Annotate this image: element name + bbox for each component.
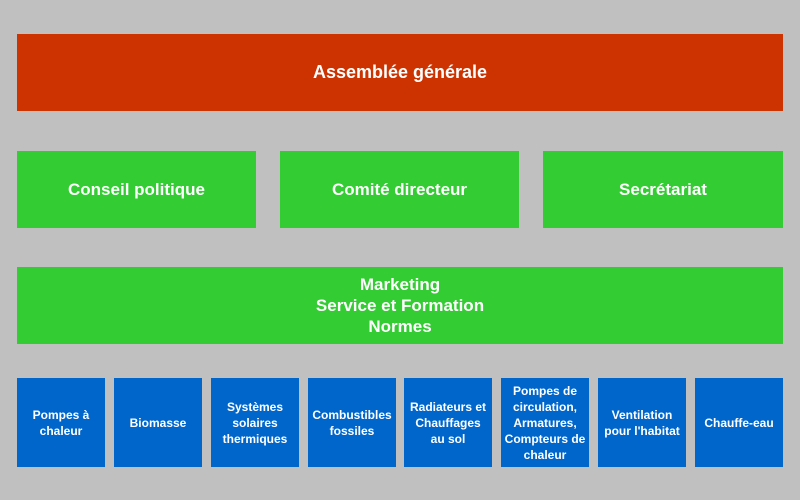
assemblee-generale-box: Assemblée générale	[17, 34, 783, 111]
services-box: Marketing Service et Formation Normes	[17, 267, 783, 344]
unit-box-combustibles-fossiles: Combustibles fossiles	[308, 378, 396, 467]
unit-label-line: chaleur	[39, 423, 83, 438]
unit-label-line: Chauffe-eau	[704, 415, 774, 430]
services-line-service-formation: Service et Formation	[315, 296, 485, 315]
unit-label-line: thermiques	[222, 431, 288, 446]
unit-label-line: chaleur	[523, 447, 567, 462]
unit-label-line: circulation,	[512, 399, 577, 414]
unit-box-pompes-a-chaleur: Pompes à chaleur	[17, 378, 105, 467]
comite-directeur-label: Comité directeur	[331, 179, 468, 199]
assemblee-generale-label: Assemblée générale	[312, 62, 488, 82]
comite-directeur-box: Comité directeur	[280, 151, 519, 228]
unit-label-line: au sol	[430, 431, 466, 446]
unit-box-pompes-de-circulation: Pompes de circulation, Armatures, Compte…	[501, 378, 589, 467]
unit-label-line: Combustibles	[312, 407, 392, 422]
unit-box-ventilation: Ventilation pour l'habitat	[598, 378, 686, 467]
services-line-normes: Normes	[368, 317, 432, 336]
unit-box-systemes-solaires: Systèmes solaires thermiques	[211, 378, 299, 467]
unit-box-chauffe-eau: Chauffe-eau	[695, 378, 783, 467]
conseil-politique-label: Conseil politique	[68, 179, 205, 199]
unit-label-line: Chauffages	[415, 415, 481, 430]
unit-label-line: Pompes de	[512, 383, 578, 398]
secretariat-label: Secrétariat	[619, 179, 707, 199]
unit-box-radiateurs: Radiateurs et Chauffages au sol	[404, 378, 492, 467]
conseil-politique-box: Conseil politique	[17, 151, 256, 228]
unit-label-line: Armatures,	[513, 415, 577, 430]
unit-box-biomasse: Biomasse	[114, 378, 202, 467]
unit-label-line: Radiateurs et	[409, 399, 487, 414]
unit-label-line: Ventilation	[611, 407, 673, 422]
unit-label-line: fossiles	[329, 423, 375, 438]
unit-label-line: Pompes à	[32, 407, 90, 422]
services-line-marketing: Marketing	[359, 275, 441, 294]
unit-label-line: Biomasse	[129, 415, 187, 430]
unit-label-line: solaires	[232, 415, 278, 430]
secretariat-box: Secrétariat	[543, 151, 783, 228]
unit-label-line: pour l'habitat	[604, 423, 680, 438]
unit-label-line: Compteurs de	[504, 431, 586, 446]
unit-label-line: Systèmes	[226, 399, 284, 414]
